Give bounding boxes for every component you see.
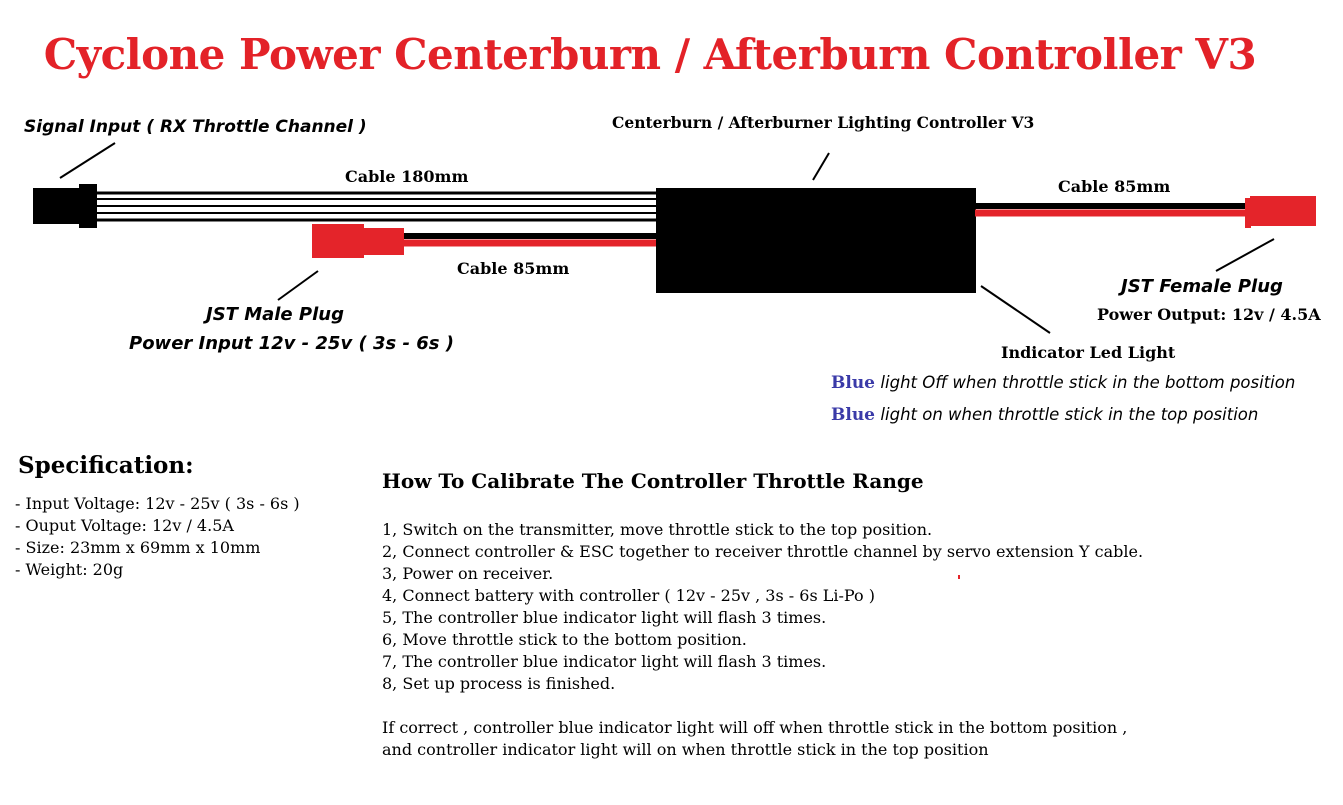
cable-85-right-label: Cable 85mm [1058,177,1171,196]
led-on-line: Blue light on when throttle stick in the… [831,405,1258,425]
specification-list: - Input Voltage: 12v - 25v ( 3s - 6s ) -… [15,493,300,581]
led-off-text: light Off when throttle stick in the bot… [880,373,1296,392]
calibration-step: 4, Connect battery with controller ( 12v… [382,586,875,605]
jst-male-label: JST Male Plug [206,304,344,325]
note-line: and controller indicator light will on w… [382,740,989,759]
specification-title: Specification: [18,452,194,479]
leader-signal-input [59,142,116,179]
calibration-title: How To Calibrate The Controller Throttle… [382,469,924,493]
red-dot-mark [958,575,960,579]
calibration-step: 8, Set up process is finished. [382,674,616,693]
cable-85-bottom-label: Cable 85mm [457,259,570,278]
led-on-text: light on when throttle stick in the top … [880,405,1259,424]
indicator-led-label: Indicator Led Light [1001,343,1176,362]
controller-name-label: Centerburn / Afterburner Lighting Contro… [612,113,1035,132]
calibration-step: 3, Power on receiver. [382,564,554,583]
leader-jst-female [1215,238,1275,272]
signal-cable [95,191,660,222]
spec-item: - Size: 23mm x 69mm x 10mm [15,538,261,557]
calibration-step: 1, Switch on the transmitter, move throt… [382,520,933,539]
leader-jst-male [277,270,319,301]
blue-word: Blue [831,373,876,393]
power-output-cable [975,203,1250,217]
calibration-note: If correct , controller blue indicator l… [382,717,1127,761]
calibration-step: 6, Move throttle stick to the bottom pos… [382,630,747,649]
cable-180-label: Cable 180mm [345,167,469,186]
diagram-title: Cyclone Power Centerburn / Afterburn Con… [43,30,1257,79]
calibration-step: 2, Connect controller & ESC together to … [382,542,1144,561]
power-input-cable [400,233,660,247]
signal-connector [33,184,97,228]
calibration-step: 5, The controller blue indicator light w… [382,608,827,627]
leader-indicator [980,285,1051,334]
controller-box [656,188,976,293]
spec-item: - Weight: 20g [15,560,124,579]
blue-word: Blue [831,405,876,425]
calibration-steps: 1, Switch on the transmitter, move throt… [382,519,1143,695]
led-off-line: Blue light Off when throttle stick in th… [831,373,1295,393]
jst-female-plug [1245,196,1316,228]
power-output-label: Power Output: 12v / 4.5A [1097,305,1321,324]
note-line: If correct , controller blue indicator l… [382,718,1128,737]
jst-female-label: JST Female Plug [1121,276,1283,297]
jst-male-plug [312,224,404,258]
signal-input-label: Signal Input ( RX Throttle Channel ) [24,117,367,137]
spec-item: - Input Voltage: 12v - 25v ( 3s - 6s ) [15,494,300,513]
leader-controller [812,152,830,181]
spec-item: - Ouput Voltage: 12v / 4.5A [15,516,234,535]
power-input-label: Power Input 12v - 25v ( 3s - 6s ) [129,333,454,354]
calibration-step: 7, The controller blue indicator light w… [382,652,827,671]
